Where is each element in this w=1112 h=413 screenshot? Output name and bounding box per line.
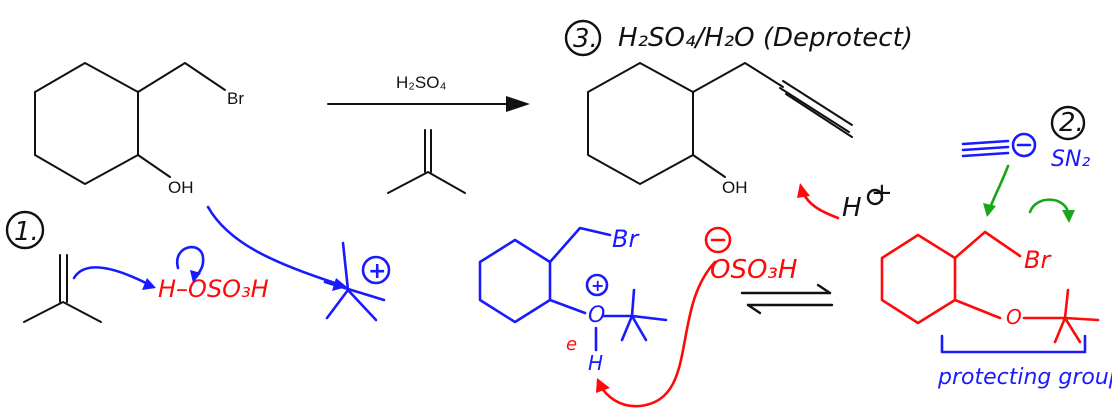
- proton-label: H: [842, 193, 862, 223]
- step-3-circle: [564, 19, 602, 57]
- nucleophilic-attack-arrowhead: [983, 203, 996, 217]
- lone-pair-electrons: e: [566, 334, 577, 355]
- deprotonation-arrowhead: [596, 378, 610, 393]
- product: OH: [587, 62, 853, 197]
- nucleophilic-attack-arrow: [988, 164, 1010, 210]
- arrowhead: [506, 96, 530, 112]
- bisulfate-charge-circle: [704, 226, 732, 254]
- ether-br-label: Br: [1024, 246, 1052, 274]
- inter-br-label: Br: [612, 225, 640, 253]
- step-1-annotation: 1.: [5, 210, 45, 250]
- product-oh-label: OH: [722, 178, 748, 197]
- alkyne-bond-2: [779, 87, 850, 133]
- leaving-group-arrowhead: [1062, 210, 1075, 223]
- deprotonation-arrow: [598, 260, 717, 408]
- reagent-h2so4: H₂SO₄: [396, 73, 446, 92]
- proton-loss-arrowhead: [797, 183, 810, 198]
- step-2-circle: [1050, 105, 1086, 141]
- ch2br-bond: [137, 62, 226, 93]
- starting-material: Br OH: [34, 62, 244, 197]
- proton-charge: +: [871, 178, 893, 208]
- protecting-group-label: protecting group: [937, 365, 1112, 390]
- isobutylene: [23, 254, 102, 323]
- start-oh-label: OH: [168, 178, 194, 197]
- proton-charge-circle: [866, 188, 884, 206]
- step-1-circle: [5, 210, 45, 250]
- ether-o-label: O: [1006, 305, 1022, 329]
- step-1-label: 1.: [14, 217, 39, 247]
- leaving-group-arrow: [1028, 198, 1070, 214]
- step-3-label: 3.: [573, 24, 598, 54]
- carbocation-formation-arrow: [206, 205, 340, 286]
- equilibrium-arrows: [740, 283, 834, 315]
- acetylide: [961, 132, 1037, 158]
- oxonium-o-label: O: [588, 303, 605, 328]
- oxonium-charge-circle: [585, 273, 609, 297]
- step-2-label: 2.: [1059, 108, 1084, 138]
- start-br-label: Br: [227, 89, 244, 108]
- product-ring: [587, 62, 694, 185]
- oxonium-intermediate: Br + O H e: [478, 225, 668, 375]
- product-c-oh-bond: [692, 154, 726, 178]
- bisulfate-label: OSO₃H: [710, 255, 797, 285]
- deprotect-reagents: H₂SO₄/H₂O (Deprotect): [618, 23, 913, 53]
- pi-bond-attack-arrow: [72, 266, 150, 286]
- step-3-annotation: 3. H₂SO₄/H₂O (Deprotect): [564, 19, 913, 57]
- ho-bond-break-arrowhead: [190, 270, 201, 283]
- oxonium-ring: [478, 238, 552, 324]
- tert-butyl-cation: +: [323, 241, 391, 322]
- c-oh-bond: [137, 154, 171, 178]
- ether-ring: [880, 233, 957, 325]
- carbocation-charge-circle: [361, 255, 391, 285]
- sn2-label: SN₂: [1051, 147, 1090, 172]
- oxonium-charge: +: [591, 276, 604, 295]
- alkyne-bond-3: [785, 93, 853, 138]
- propargyl-chain: [692, 62, 784, 93]
- isobutylene-reagent: [387, 129, 466, 194]
- sulfuric-acid: H–OSO₃H: [158, 275, 269, 303]
- bisulfate-group: OSO₃H: [704, 226, 797, 285]
- acetylide-charge-circle: [1011, 132, 1037, 158]
- pi-bond-attack-arrowhead: [142, 278, 156, 290]
- protecting-group-bracket: [940, 334, 1087, 354]
- alkyne-bond-1: [782, 80, 853, 126]
- protected-ether: Br O: [880, 230, 1100, 344]
- reaction-arrow: H₂SO₄: [327, 73, 530, 194]
- ho-bond-break-arrow: [175, 245, 205, 278]
- carbocation-charge: +: [368, 259, 386, 284]
- cyclohexane-ring: [34, 62, 139, 185]
- oxonium-h-label: H: [588, 351, 603, 375]
